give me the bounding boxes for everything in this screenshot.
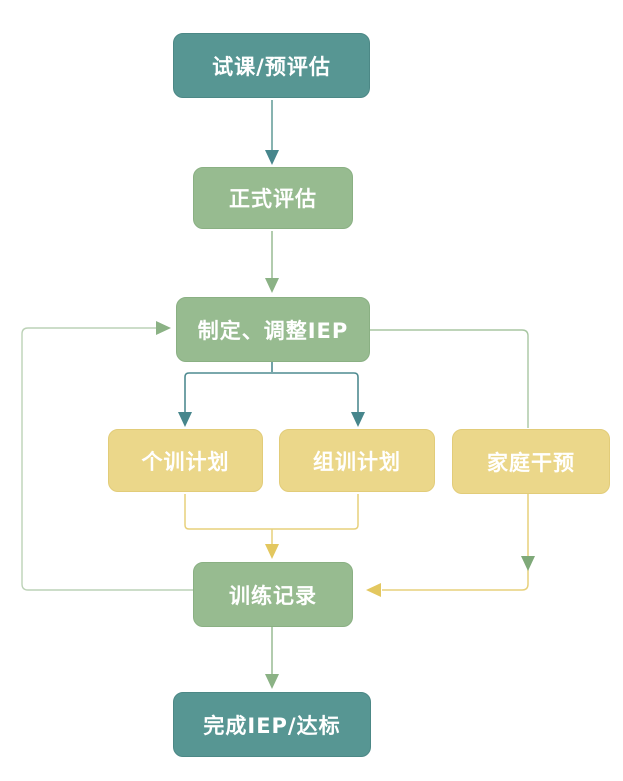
node-develop-adjust-iep-label: 制定、调整IEP xyxy=(197,318,349,343)
node-individual-training-plan: 个训计划 xyxy=(108,429,263,492)
edge-iep-to-family xyxy=(370,329,529,428)
node-individual-training-plan-label: 个训计划 xyxy=(141,449,230,474)
node-family-intervention: 家庭干预 xyxy=(452,429,610,494)
arrowhead-trial-to-formal xyxy=(265,150,279,165)
arrowhead-merge-to-record xyxy=(265,544,279,559)
arrowhead-iep-merge-below-family xyxy=(521,556,535,571)
arrowhead-formal-to-iep xyxy=(265,278,279,293)
node-group-training-plan-label: 组训计划 xyxy=(313,449,401,474)
node-trial-pre-assessment: 试课/预评估 xyxy=(173,33,370,98)
edge-plans-merge-to-record xyxy=(184,494,359,545)
arrowhead-record-to-complete xyxy=(265,674,279,689)
arrowhead-iep-to-group xyxy=(351,412,365,427)
node-trial-pre-assessment-label: 试课/预评估 xyxy=(212,54,331,79)
node-group-training-plan: 组训计划 xyxy=(279,429,435,492)
node-formal-assessment: 正式评估 xyxy=(193,167,353,229)
edge-iep-branch xyxy=(184,362,359,413)
arrowhead-feedback-to-iep xyxy=(156,321,171,335)
edge-family-to-record xyxy=(382,494,529,591)
node-formal-assessment-label: 正式评估 xyxy=(229,187,317,211)
node-training-record: 训练记录 xyxy=(193,562,353,627)
arrowhead-iep-to-individual xyxy=(178,412,192,427)
node-develop-adjust-iep: 制定、调整IEP xyxy=(176,297,370,362)
node-complete-iep-label: 完成IEP/达标 xyxy=(203,713,341,738)
node-training-record-label: 训练记录 xyxy=(229,583,317,608)
node-family-intervention-label: 家庭干预 xyxy=(487,450,575,475)
node-complete-iep: 完成IEP/达标 xyxy=(173,692,371,757)
arrowhead-family-to-record xyxy=(366,583,381,597)
